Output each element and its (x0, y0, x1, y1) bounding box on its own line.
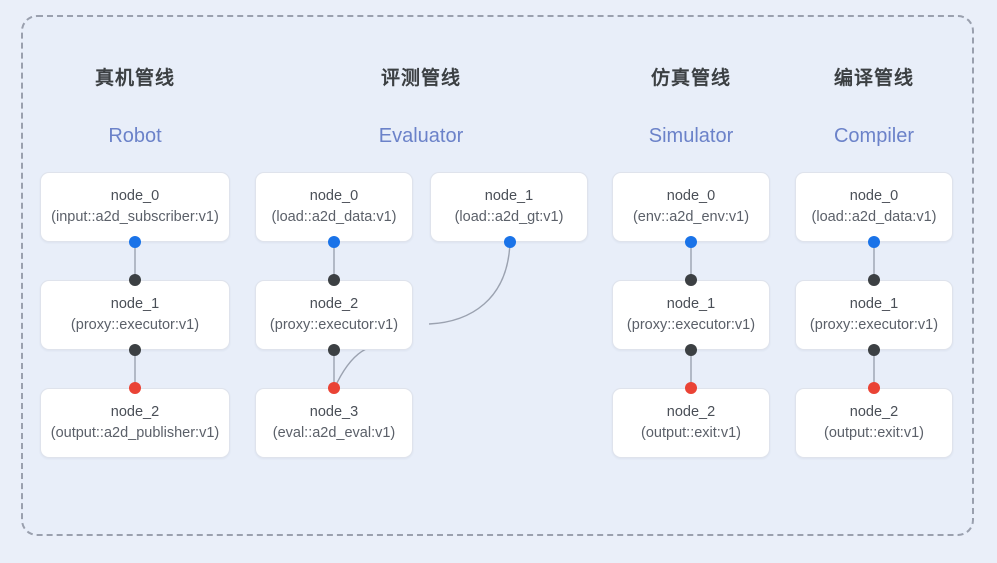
node-simulator-0-spec: (env::a2d_env:v1) (632, 209, 750, 225)
node-robot-2[interactable]: node_2 (output::a2d_publisher:v1) (40, 388, 230, 458)
node-compiler-0[interactable]: node_0 (load::a2d_data:v1) (795, 172, 953, 242)
node-compiler-0-name: node_0 (849, 187, 899, 204)
port-simulator-1-in[interactable] (685, 274, 697, 286)
node-compiler-2[interactable]: node_2 (output::exit:v1) (795, 388, 953, 458)
node-evaluator-3-name: node_3 (309, 403, 359, 420)
port-robot-1-in[interactable] (129, 274, 141, 286)
node-simulator-2-spec: (output::exit:v1) (641, 425, 741, 441)
node-robot-2-spec: (output::a2d_publisher:v1) (50, 425, 220, 441)
column-title-en-evaluator: Evaluator (378, 125, 464, 147)
port-evaluator-2-out[interactable] (328, 344, 340, 356)
node-compiler-1[interactable]: node_1 (proxy::executor:v1) (795, 280, 953, 350)
node-robot-1[interactable]: node_1 (proxy::executor:v1) (40, 280, 230, 350)
column-title-en-simulator: Simulator (648, 125, 734, 147)
column-title-en-compiler: Compiler (833, 125, 915, 147)
node-simulator-1[interactable]: node_1 (proxy::executor:v1) (612, 280, 770, 350)
column-title-cn-simulator: 仿真管线 (650, 68, 731, 89)
node-evaluator-0-name: node_0 (309, 187, 359, 204)
port-robot-1-out[interactable] (129, 344, 141, 356)
node-compiler-1-spec: (proxy::executor:v1) (809, 317, 939, 333)
node-robot-0[interactable]: node_0 (input::a2d_subscriber:v1) (40, 172, 230, 242)
node-evaluator-2-spec: (proxy::executor:v1) (269, 317, 399, 333)
port-simulator-2-in[interactable] (685, 382, 697, 394)
node-simulator-0[interactable]: node_0 (env::a2d_env:v1) (612, 172, 770, 242)
node-compiler-1-name: node_1 (849, 295, 899, 312)
node-simulator-1-spec: (proxy::executor:v1) (626, 317, 756, 333)
node-evaluator-0-spec: (load::a2d_data:v1) (271, 209, 397, 225)
port-evaluator-1-out[interactable] (504, 236, 516, 248)
port-compiler-0-out[interactable] (868, 236, 880, 248)
node-evaluator-3-spec: (eval::a2d_eval:v1) (272, 425, 396, 441)
node-robot-2-name: node_2 (110, 403, 160, 420)
column-title-cn-evaluator: 评测管线 (380, 68, 461, 89)
node-evaluator-3[interactable]: node_3 (eval::a2d_eval:v1) (255, 388, 413, 458)
node-compiler-2-spec: (output::exit:v1) (824, 425, 924, 441)
node-simulator-1-name: node_1 (666, 295, 716, 312)
node-robot-0-name: node_0 (110, 187, 160, 204)
port-robot-0-out[interactable] (129, 236, 141, 248)
node-robot-1-name: node_1 (110, 295, 160, 312)
node-evaluator-1-spec: (load::a2d_gt:v1) (454, 209, 564, 225)
node-simulator-2[interactable]: node_2 (output::exit:v1) (612, 388, 770, 458)
node-evaluator-0[interactable]: node_0 (load::a2d_data:v1) (255, 172, 413, 242)
node-robot-1-spec: (proxy::executor:v1) (70, 317, 200, 333)
port-robot-2-in[interactable] (129, 382, 141, 394)
node-compiler-2-name: node_2 (849, 403, 899, 420)
port-simulator-1-out[interactable] (685, 344, 697, 356)
column-title-cn-robot: 真机管线 (94, 68, 175, 89)
node-evaluator-2-name: node_2 (309, 295, 359, 312)
port-evaluator-2-in[interactable] (328, 274, 340, 286)
node-compiler-0-spec: (load::a2d_data:v1) (811, 209, 937, 225)
port-evaluator-0-out[interactable] (328, 236, 340, 248)
node-robot-0-spec: (input::a2d_subscriber:v1) (51, 209, 219, 225)
node-evaluator-2[interactable]: node_2 (proxy::executor:v1) (255, 280, 413, 350)
column-title-en-robot: Robot (108, 125, 162, 147)
port-simulator-0-out[interactable] (685, 236, 697, 248)
port-compiler-1-out[interactable] (868, 344, 880, 356)
node-evaluator-1-name: node_1 (484, 187, 534, 204)
port-evaluator-3-in[interactable] (328, 382, 340, 394)
port-compiler-2-in[interactable] (868, 382, 880, 394)
node-evaluator-1[interactable]: node_1 (load::a2d_gt:v1) (430, 172, 588, 242)
node-simulator-0-name: node_0 (666, 187, 716, 204)
column-title-cn-compiler: 编译管线 (833, 68, 914, 89)
port-compiler-1-in[interactable] (868, 274, 880, 286)
node-simulator-2-name: node_2 (666, 403, 716, 420)
